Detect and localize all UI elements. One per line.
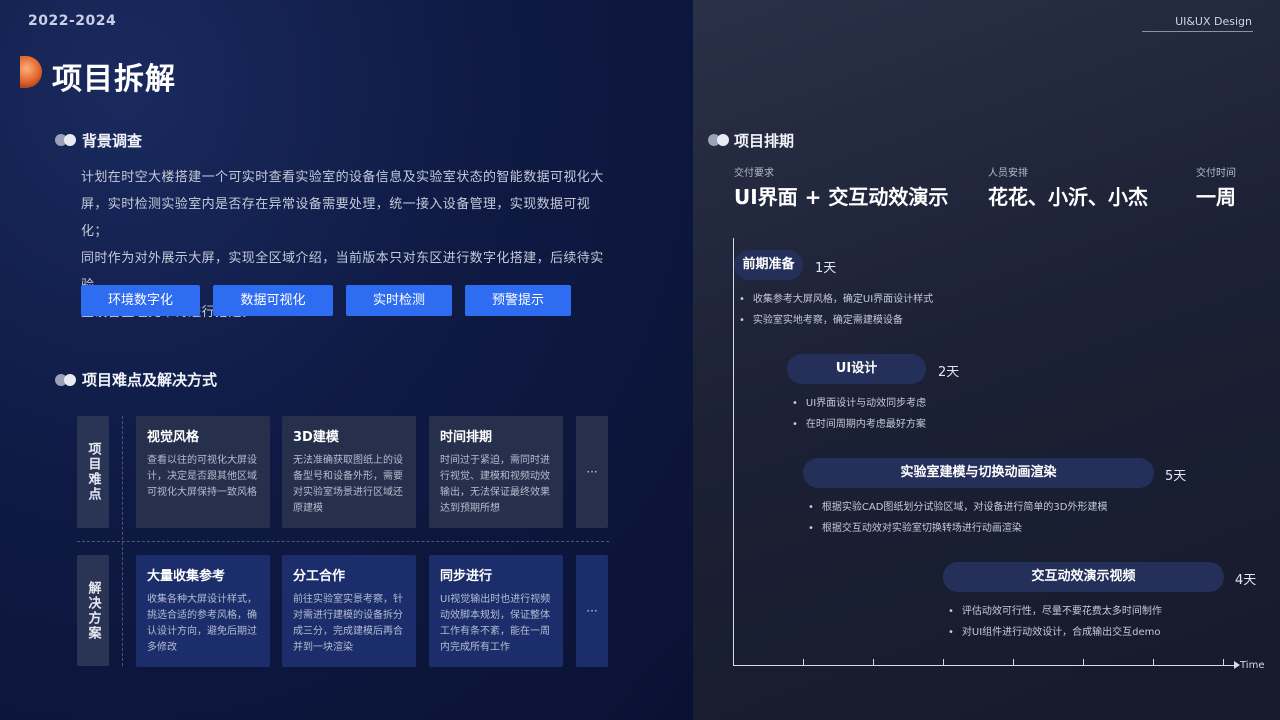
axis-tick: [1223, 659, 1224, 665]
tag-alert-prompt[interactable]: 预警提示: [465, 285, 571, 316]
row-label-solution: 解决方案: [77, 555, 109, 666]
more-card-solution[interactable]: ···: [576, 555, 608, 667]
section-title-background: 背景调查: [82, 132, 143, 150]
phase-bullet: 在时间周期内考虑最好方案: [792, 415, 926, 430]
background-line: 计划在时空大楼搭建一个可实时查看实验室的设备信息及实验室状态的智能数据可视化大: [81, 170, 604, 185]
section-dots-icon: [55, 134, 77, 146]
solution-card-collaboration: 分工合作 前往实验室实景考察，针对需进行建模的设备拆分成三分，完成建模后再合并到…: [282, 555, 416, 667]
delivery-time-label: 交付时间: [1196, 168, 1236, 179]
title-orb-icon: [20, 56, 42, 88]
axis-arrow-icon: [1234, 661, 1240, 669]
phase-bullet: 根据实验CAD图纸划分试验区域，对设备进行简单的3D外形建模: [808, 498, 1108, 513]
year-range: 2022-2024: [28, 13, 117, 29]
phase-bullet: 实验室实地考察，确定需建模设备: [739, 311, 903, 326]
card-text: UI视觉输出时也进行视频动效脚本规划，保证整体工作有条不紊，能在一周内完成所有工…: [440, 594, 551, 653]
horizontal-divider: [77, 541, 609, 542]
phase-preparation: 前期准备: [734, 250, 803, 280]
phase-bullet: 评估动效可行性，尽量不要花费太多时间制作: [948, 602, 1162, 617]
section-title-schedule: 项目排期: [734, 132, 795, 150]
axis-tick: [1153, 659, 1154, 665]
phase-bullet: 收集参考大屏风格，确定UI界面设计样式: [739, 290, 933, 305]
deliverable-value: UI界面 + 交互动效演示: [734, 185, 949, 209]
section-dots-icon: [55, 374, 77, 386]
timeline-x-axis: [733, 665, 1238, 666]
solution-card-parallel: 同步进行 UI视觉输出时也进行视频动效脚本规划，保证整体工作有条不紊，能在一周内…: [429, 555, 563, 667]
card-title: 3D建模: [293, 430, 339, 445]
card-text: 时间过于紧迫，需同时进行视觉、建模和视频动效输出，无法保证最终效果达到预期所想: [440, 455, 550, 514]
phase-lab-modeling: 实验室建模与切换动画渲染: [803, 458, 1154, 488]
phase-bullet: 根据交互动效对实验室切换转场进行动画渲染: [808, 519, 1022, 534]
card-title: 大量收集参考: [147, 569, 226, 584]
phase-bullet: 对UI组件进行动效设计，合成输出交互demo: [948, 623, 1161, 638]
card-text: 查看以往的可视化大屏设计，决定是否跟其他区域可视化大屏保持一致风格: [147, 455, 257, 498]
more-card-difficulty[interactable]: ···: [576, 416, 608, 528]
card-text: 收集各种大屏设计样式，挑选合适的参考风格，确认设计方向，避免后期过多修改: [147, 594, 257, 653]
phase-duration: 4天: [1235, 573, 1257, 588]
tag-realtime-monitoring[interactable]: 实时检测: [346, 285, 452, 316]
card-title: 视觉风格: [147, 430, 200, 445]
axis-tick: [943, 659, 944, 665]
axis-tick: [873, 659, 874, 665]
phase-duration: 5天: [1165, 469, 1187, 484]
background-description: 计划在时空大楼搭建一个可实时查看实验室的设备信息及实验室状态的智能数据可视化大 …: [81, 164, 611, 326]
section-title-difficulty: 项目难点及解决方式: [82, 371, 218, 389]
difficulty-card-visual-style: 视觉风格 查看以往的可视化大屏设计，决定是否跟其他区域可视化大屏保持一致风格: [136, 416, 270, 528]
axis-tick: [1013, 659, 1014, 665]
row-label-difficulty: 项目难点: [77, 416, 109, 528]
staff-value: 花花、小沂、小杰: [988, 185, 1148, 209]
axis-time-label: Time: [1240, 660, 1265, 671]
phase-interaction-video: 交互动效演示视频: [943, 562, 1224, 592]
card-title: 同步进行: [440, 569, 493, 584]
page-title: 项目拆解: [52, 62, 176, 97]
phase-bullet: UI界面设计与动效同步考虑: [792, 394, 926, 409]
phase-ui-design: UI设计: [787, 354, 926, 384]
timeline-y-axis: [733, 238, 734, 666]
axis-tick: [1083, 659, 1084, 665]
deliverable-label: 交付要求: [734, 168, 774, 179]
brand-label: UI&UX Design: [1175, 15, 1252, 28]
brand-underline: [1142, 31, 1253, 32]
phase-duration: 2天: [938, 365, 960, 380]
card-text: 无法准确获取图纸上的设备型号和设备外形，需要对实验室场景进行区域还原建模: [293, 455, 403, 514]
delivery-time-value: 一周: [1196, 185, 1236, 209]
axis-tick: [803, 659, 804, 665]
tag-data-visualization[interactable]: 数据可视化: [213, 285, 333, 316]
difficulty-card-3d-modeling: 3D建模 无法准确获取图纸上的设备型号和设备外形，需要对实验室场景进行区域还原建…: [282, 416, 416, 528]
phase-duration: 1天: [815, 261, 837, 276]
solution-card-references: 大量收集参考 收集各种大屏设计样式，挑选合适的参考风格，确认设计方向，避免后期过…: [136, 555, 270, 667]
staff-label: 人员安排: [988, 168, 1028, 179]
card-text: 前往实验室实景考察，针对需进行建模的设备拆分成三分，完成建模后再合并到一块渲染: [293, 594, 403, 653]
difficulty-card-schedule: 时间排期 时间过于紧迫，需同时进行视觉、建模和视频动效输出，无法保证最终效果达到…: [429, 416, 563, 528]
section-dots-icon: [708, 134, 730, 146]
tag-environment-digitization[interactable]: 环境数字化: [81, 285, 200, 316]
background-line: 屏，实时检测实验室内是否存在异常设备需要处理，统一接入设备管理，实现数据可视化；: [81, 197, 591, 239]
card-title: 时间排期: [440, 430, 493, 445]
card-title: 分工合作: [293, 569, 346, 584]
